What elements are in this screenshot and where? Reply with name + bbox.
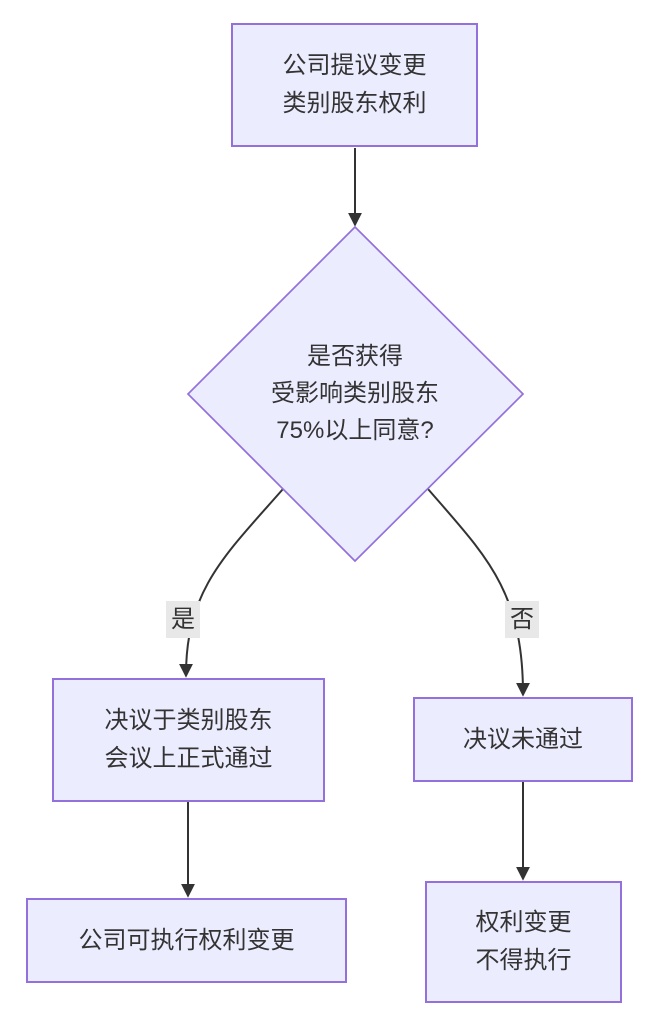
decision-diamond-shape bbox=[186, 225, 525, 563]
node-company-proposal: 公司提议变更 类别股东权利 bbox=[231, 23, 478, 147]
node-company-may-execute: 公司可执行权利变更 bbox=[26, 898, 347, 983]
node-text-line: 公司提议变更 bbox=[282, 52, 427, 79]
node-text-line: 决议未通过 bbox=[463, 725, 583, 753]
edge-label-yes: 是 bbox=[166, 601, 200, 639]
edge-decision-to-not-passed bbox=[427, 488, 530, 697]
node-text-line: 权利变更 bbox=[475, 909, 572, 936]
node-resolution-passed: 决议于类别股东 会议上正式通过 bbox=[52, 678, 325, 802]
node-text-line: 不得执行 bbox=[475, 947, 572, 974]
edge-decision-to-passed bbox=[179, 488, 284, 678]
node-text-line: 会议上正式通过 bbox=[104, 745, 273, 772]
node-text-line: 75%以上同意? bbox=[276, 417, 434, 444]
node-resolution-not-passed: 决议未通过 bbox=[413, 697, 633, 782]
node-text-line: 受影响类别股东 bbox=[271, 380, 439, 407]
node-text-line: 决议于类别股东 bbox=[104, 707, 273, 734]
edge-label-no: 否 bbox=[505, 601, 539, 639]
node-text-line: 类别股东权利 bbox=[282, 90, 427, 117]
node-text-line: 公司可执行权利变更 bbox=[78, 926, 295, 954]
node-change-not-executable: 权利变更 不得执行 bbox=[425, 881, 622, 1003]
node-decision-text: 是否获得 受影响类别股东 75%以上同意? bbox=[235, 338, 475, 449]
node-text-line: 是否获得 bbox=[307, 343, 403, 370]
